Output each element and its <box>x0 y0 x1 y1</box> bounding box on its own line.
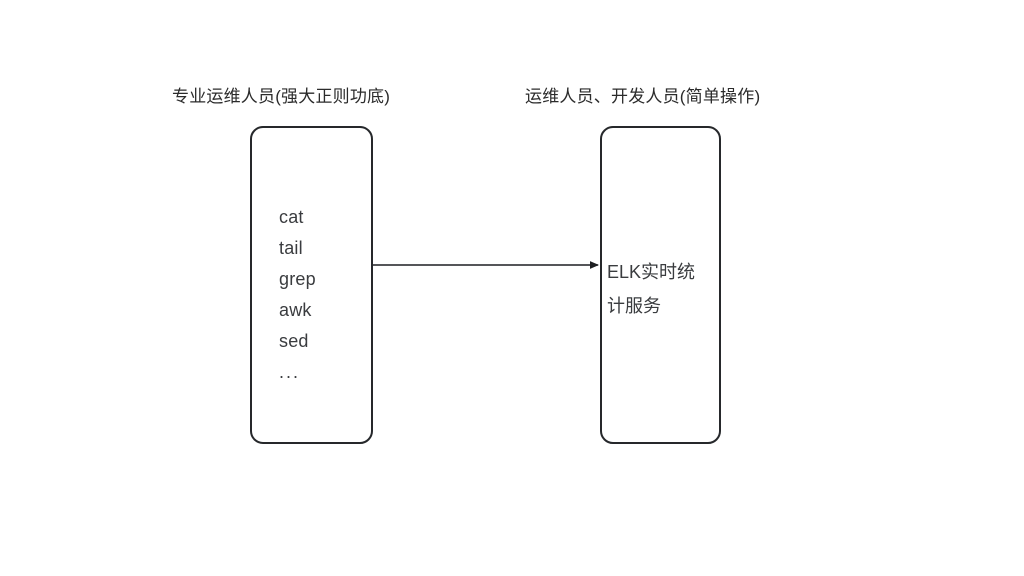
elk-service-box[interactable]: ELK实时统计服务 <box>600 126 721 444</box>
left-box-caption: 专业运维人员(强大正则功底) <box>172 87 391 106</box>
elk-service-label: ELK实时统计服务 <box>607 262 696 316</box>
list-item-ellipsis: ... <box>279 362 301 382</box>
list-item: cat <box>279 207 304 227</box>
list-item: sed <box>279 331 309 351</box>
flow-arrow <box>373 261 599 269</box>
list-item: grep <box>279 269 316 289</box>
list-item: tail <box>279 238 303 258</box>
traditional-tools-box[interactable]: cat tail grep awk sed ... <box>250 126 373 444</box>
right-box-caption: 运维人员、开发人员(简单操作) <box>525 87 761 106</box>
command-list: cat tail grep awk sed ... <box>279 202 316 388</box>
list-item: awk <box>279 300 312 320</box>
